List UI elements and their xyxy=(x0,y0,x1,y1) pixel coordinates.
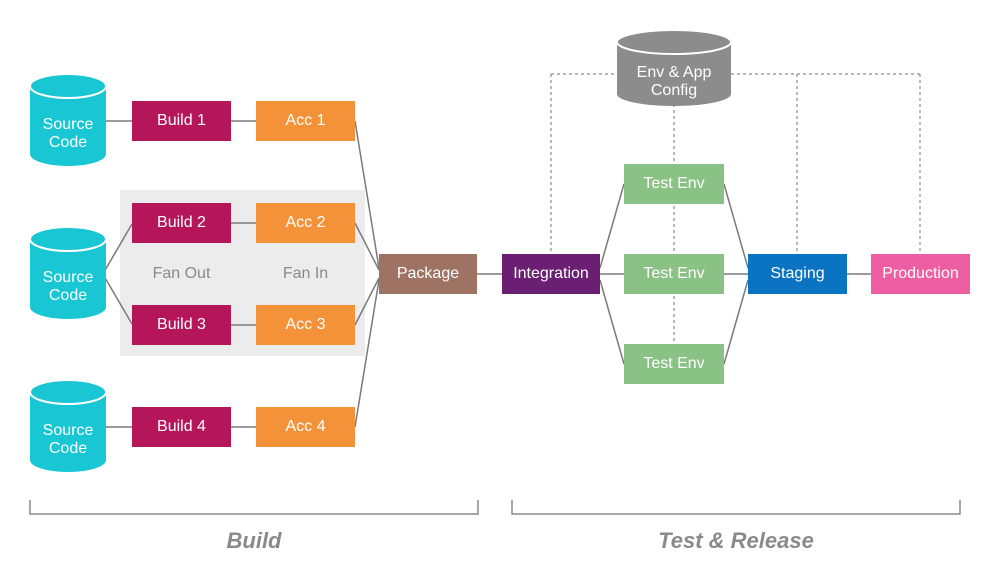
test-release-section-label: Test & Release xyxy=(658,528,814,553)
staging-box: Staging xyxy=(748,254,847,294)
integration-box: Integration xyxy=(502,254,600,294)
build-4-box: Build 4 xyxy=(132,407,231,447)
build-2-box: Build 2 xyxy=(132,203,231,243)
acc-2-box: Acc 2 xyxy=(256,203,355,243)
build-section-label: Build xyxy=(226,528,282,553)
config-dashed-lines xyxy=(550,73,921,347)
package-box: Package xyxy=(379,254,477,294)
source-db-1 xyxy=(29,73,107,166)
config-db xyxy=(616,29,732,106)
production-box: Production xyxy=(871,254,970,294)
solid-connectors xyxy=(103,120,871,428)
fan-out-label: Fan Out xyxy=(152,265,211,282)
build-1-box: Build 1 xyxy=(132,101,231,141)
fan-in-label: Fan In xyxy=(282,265,329,282)
build-3-box: Build 3 xyxy=(132,305,231,345)
source-db-2 xyxy=(29,226,107,319)
acc-4-box: Acc 4 xyxy=(256,407,355,447)
test-env-2-box: Test Env xyxy=(624,254,724,294)
source-db-3 xyxy=(29,379,107,472)
acc-1-box: Acc 1 xyxy=(256,101,355,141)
acc-3-box: Acc 3 xyxy=(256,305,355,345)
section-brackets xyxy=(29,500,961,515)
test-env-1-box: Test Env xyxy=(624,164,724,204)
test-env-3-box: Test Env xyxy=(624,344,724,384)
